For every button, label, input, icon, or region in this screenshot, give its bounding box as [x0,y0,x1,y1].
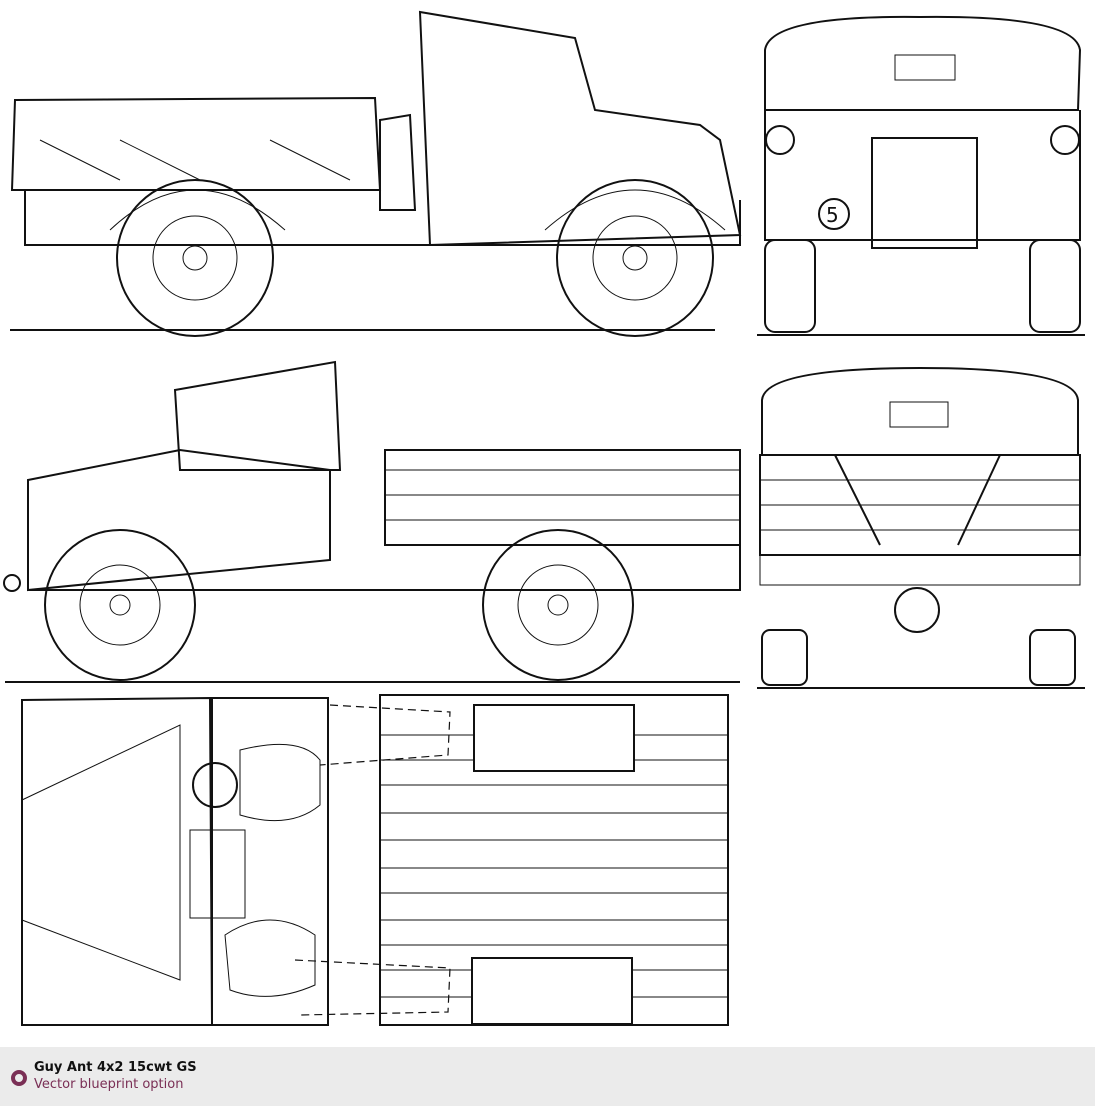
top-view [21,694,729,1026]
radio-circle-icon[interactable] [11,1070,27,1086]
side-view-top [10,10,742,337]
rear-view [757,366,1085,689]
plate-number: 5 [826,203,839,227]
caption-bar: Guy Ant 4x2 15cwt GS Vector blueprint op… [0,1047,1095,1106]
truck-blueprint-drawing: 5 [3,10,1085,1026]
side-view-middle [3,360,741,683]
front-view: 5 [757,15,1085,336]
caption-title: Guy Ant 4x2 15cwt GS [34,1060,197,1075]
caption-subtitle: Vector blueprint option [34,1077,184,1092]
